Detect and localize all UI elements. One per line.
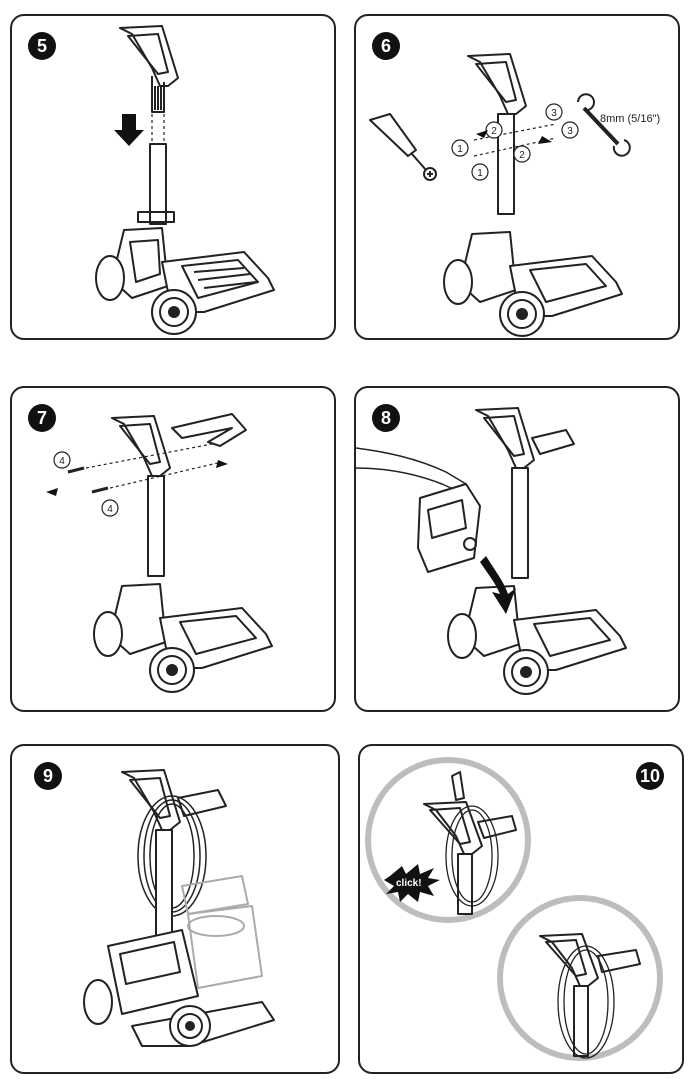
panel-step-10: 10 click!: [358, 744, 684, 1074]
step-number-8: 8: [372, 404, 400, 432]
panel-step-5: 5: [10, 14, 336, 340]
step-number-9: 9: [34, 762, 62, 790]
step-number-6: 6: [372, 32, 400, 60]
callout-2b: 2: [519, 150, 525, 161]
callout-1a: 1: [457, 144, 463, 155]
callout-2a: 2: [491, 126, 497, 137]
wrench-size-label: 8mm (5/16"): [600, 113, 660, 125]
step-number-5: 5: [28, 32, 56, 60]
callout-3a: 3: [551, 108, 557, 119]
callout-4a: 4: [59, 456, 65, 467]
handle-attachment-illustration: 4 4: [46, 413, 273, 693]
cable-hook-detail-illustration: click!: [365, 757, 663, 1061]
panel-step-8: 8: [354, 386, 680, 712]
panel-step-7: 7 4 4: [10, 386, 336, 712]
callout-3b: 3: [567, 126, 573, 137]
step-number-10: 10: [636, 762, 664, 790]
panel-step-6: 6: [354, 14, 680, 340]
power-supply-mount-illustration: [356, 407, 627, 695]
cart-handle-insert-illustration: [95, 25, 275, 335]
screw-fastening-illustration: 1 2 1 2 3 3 8mm (5/16"): [369, 53, 660, 337]
callout-1b: 1: [477, 168, 483, 179]
click-label: click!: [396, 878, 422, 889]
callout-4b: 4: [107, 504, 113, 515]
panel-step-9: 9: [10, 744, 340, 1074]
cable-wrap-illustration: [83, 769, 275, 1047]
step-number-7: 7: [28, 404, 56, 432]
